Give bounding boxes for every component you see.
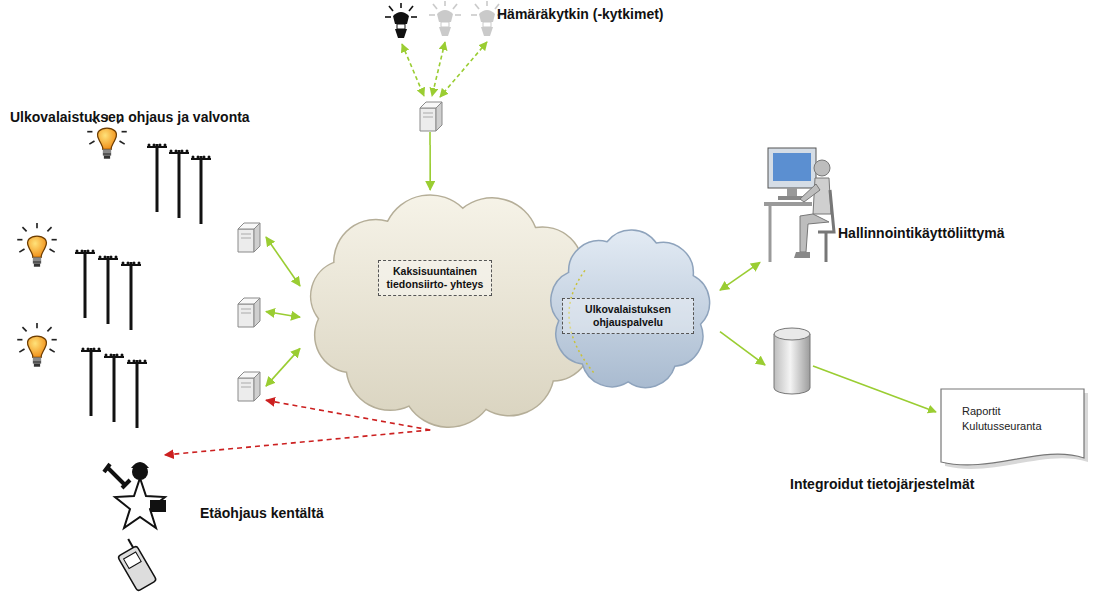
remote-arrow	[165, 430, 430, 455]
integrated-systems: Raportit KulutusseurantaIntegroidut tiet…	[765, 320, 1090, 500]
field-remote: Etäohjaus kentältä	[100, 455, 340, 595]
data-arrow	[429, 145, 431, 190]
document-outline	[941, 389, 1084, 465]
node-label: Integroidut tietojärjestelmät	[790, 476, 974, 493]
dusk-switch-group: Hämäräkytkin (-kytkimet)	[380, 2, 675, 145]
node-text: Raportit Kulutusseuranta	[962, 404, 1062, 434]
node-text: Kaksisuuntainen tiedonsiirto- yhteys	[378, 260, 492, 296]
data-arrow	[720, 262, 760, 290]
node-label: Ulkovalaistuksen ohjaus ja valvonta	[10, 109, 250, 126]
cloud-outline	[551, 230, 710, 388]
node-label: Hallinnointikäyttöliittymä	[838, 225, 1004, 242]
data-arrow	[266, 312, 300, 318]
admin-ui: Hallinnointikäyttöliittymä	[760, 135, 1090, 275]
data-arrow	[266, 348, 300, 386]
lighting-group: Ulkovalaistuksen ohjaus ja valvonta	[5, 95, 266, 450]
report-document: Raportit Kulutusseuranta	[940, 388, 1085, 470]
node-label: Etäohjaus kentältä	[200, 505, 324, 522]
data-arrow	[266, 237, 300, 286]
node-label: Hämäräkytkin (-kytkimet)	[497, 6, 664, 23]
data-arrow	[720, 332, 765, 365]
service-cloud: Ulkovalaistuksen ohjauspalvelu	[540, 220, 720, 400]
node-text: Ulkovalaistuksen ohjauspalvelu	[562, 298, 694, 334]
